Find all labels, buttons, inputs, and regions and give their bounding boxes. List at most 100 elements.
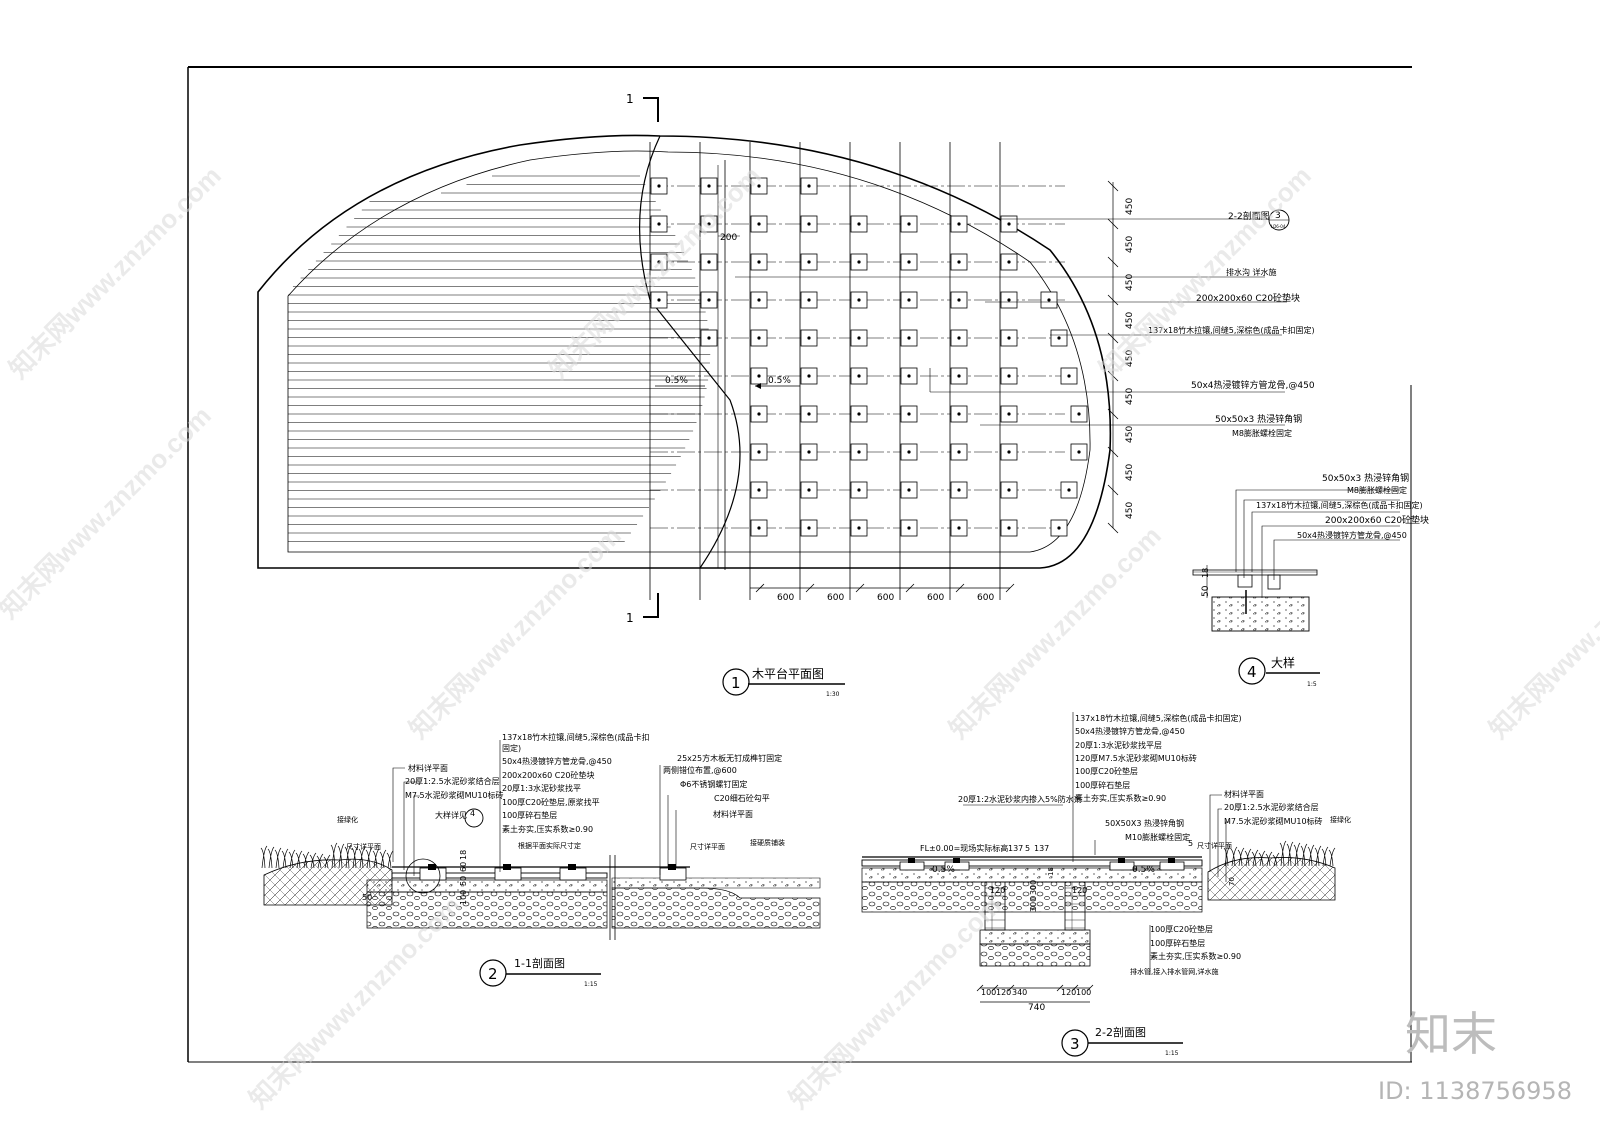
dim-tick xyxy=(1107,218,1119,230)
pad-bolt xyxy=(957,260,961,264)
svg-text:100厚C20砼垫层: 100厚C20砼垫层 xyxy=(1150,924,1213,934)
sheet-frame xyxy=(187,66,1412,1063)
pad-bolt xyxy=(757,488,761,492)
pad-bolt xyxy=(957,488,961,492)
svg-text:排水管,接入排水管网,详水施: 排水管,接入排水管网,详水施 xyxy=(1130,967,1218,976)
slope-left: 0.5% xyxy=(655,376,705,387)
grass-blade xyxy=(1307,844,1315,867)
svg-text:20厚1:2.5水泥砂浆结合层: 20厚1:2.5水泥砂浆结合层 xyxy=(1224,802,1319,812)
s2-title: 3 2-2剖面图 1:15 xyxy=(1061,1025,1183,1057)
pad-bolt xyxy=(757,450,761,454)
svg-text:25x25方木板无钉成榫钉固定: 25x25方木板无钉成榫钉固定 xyxy=(677,753,782,763)
svg-text:1:15: 1:15 xyxy=(1165,1050,1179,1057)
pad-bolt xyxy=(757,374,761,378)
svg-text:100厚碎石垫层: 100厚碎石垫层 xyxy=(502,810,557,820)
drain-channel xyxy=(979,881,1091,967)
s2-v-dims: 120 300 300 120 xyxy=(990,880,1087,912)
dim-label-horizontal: 600 xyxy=(927,593,944,603)
section-angle xyxy=(503,864,511,870)
brand-logo: 知末 ID: 1138756958 xyxy=(1378,1007,1572,1105)
pad-bolt xyxy=(857,412,861,416)
pad-bolt xyxy=(857,526,861,530)
deck-outline-outer xyxy=(257,134,1112,569)
pad-bolt xyxy=(907,222,911,226)
plan-leaders xyxy=(735,218,1287,426)
s1-title: 2 1-1剖面图 1:15 xyxy=(479,956,601,988)
watermark-text: 知末网www.znzmo.com xyxy=(1483,520,1600,744)
svg-text:120: 120 xyxy=(990,886,1005,895)
grass-blade xyxy=(330,842,338,869)
pad-bolt xyxy=(707,336,711,340)
svg-text:根据平面实际尺寸定: 根据平面实际尺寸定 xyxy=(518,841,581,850)
pad-bolt xyxy=(857,374,861,378)
svg-text:137x18竹木拉镶,间缝5,深棕色(成品卡扣固定): 137x18竹木拉镶,间缝5,深棕色(成品卡扣固定) xyxy=(1075,713,1242,723)
grass-blade xyxy=(309,852,317,869)
dim-tick xyxy=(1107,332,1119,344)
svg-text:200x200x60 C20砼垫块: 200x200x60 C20砼垫块 xyxy=(1325,514,1429,526)
pad-bolt xyxy=(857,260,861,264)
svg-text:M7.5水泥砂浆砌MU10标砖: M7.5水泥砂浆砌MU10标砖 xyxy=(405,790,504,800)
dim-tick xyxy=(1107,408,1119,420)
dim-label-total: 740 xyxy=(1028,1003,1045,1013)
pad-bolt xyxy=(1067,488,1071,492)
dim-tick xyxy=(805,583,815,593)
svg-text:50: 50 xyxy=(362,893,372,902)
slope-right: 0.5% xyxy=(755,376,800,389)
callout-section-2-2: 2-2剖面图 xyxy=(1228,210,1270,222)
pad-bolt xyxy=(1007,374,1011,378)
dim-label-horizontal: 600 xyxy=(877,593,894,603)
pad-bolt xyxy=(907,336,911,340)
section-pads xyxy=(419,864,687,881)
grass-blade xyxy=(274,847,282,869)
callout-pad: 200x200x60 C20砼垫块 xyxy=(1196,292,1300,304)
svg-text:4: 4 xyxy=(1247,663,1257,681)
grass-blade xyxy=(372,848,380,869)
svg-text:137: 137 xyxy=(1034,844,1049,853)
svg-text:素土夯实,压实系数≥0.90: 素土夯实,压实系数≥0.90 xyxy=(1075,793,1166,803)
dim-label-vertical: 450 xyxy=(1125,464,1135,481)
pad-bolt xyxy=(807,184,811,188)
grass-blade xyxy=(323,854,331,869)
svg-text:60: 60 xyxy=(459,862,468,872)
s2-small-dims: 5 18 70 xyxy=(1047,839,1236,886)
svg-text:接绿化: 接绿化 xyxy=(337,815,358,824)
pad-bolt xyxy=(1077,450,1081,454)
watermark-text: 知末网www.znzmo.com xyxy=(1093,160,1317,384)
dim-label-vertical: 450 xyxy=(1125,350,1135,367)
dim-tick xyxy=(905,583,915,593)
dim-label: 100 xyxy=(1076,988,1091,997)
svg-text:尺寸详平面: 尺寸详平面 xyxy=(690,842,725,851)
svg-text:M8膨胀螺栓固定: M8膨胀螺栓固定 xyxy=(1347,485,1407,495)
section-angle xyxy=(568,864,576,870)
svg-text:2: 2 xyxy=(488,965,498,983)
s1-dims: 100 50 60 18 50 xyxy=(362,850,468,905)
section-marker-label: 1 xyxy=(626,92,634,106)
svg-text:1:30: 1:30 xyxy=(826,691,840,698)
dim-tick xyxy=(1007,984,1015,992)
dim-label-vertical: 450 xyxy=(1125,198,1135,215)
svg-text:100厚C20砼垫层: 100厚C20砼垫层 xyxy=(1075,766,1138,776)
callout-angle: 50x50x3 热浸锌角钢 xyxy=(1215,413,1302,425)
dim-label-horizontal: 600 xyxy=(827,593,844,603)
pad-bolt xyxy=(1067,374,1071,378)
svg-text:2-2剖面图: 2-2剖面图 xyxy=(1095,1025,1146,1039)
svg-text:50x4热浸镀锌方管龙骨,@450: 50x4热浸镀锌方管龙骨,@450 xyxy=(502,756,612,766)
section2-pads xyxy=(899,858,1185,871)
pad-bolt xyxy=(657,260,661,264)
pad-bolt xyxy=(757,222,761,226)
grass-left xyxy=(260,842,394,869)
pad-bolt xyxy=(907,412,911,416)
pad-bolt xyxy=(807,488,811,492)
pad-bolt xyxy=(907,450,911,454)
pad-bolt xyxy=(1007,526,1011,530)
svg-text:20厚1:3水泥砂浆找平: 20厚1:3水泥砂浆找平 xyxy=(502,783,581,793)
dim-label: 340 xyxy=(1012,988,1027,997)
pad-bolt xyxy=(957,526,961,530)
pad-bolt xyxy=(1007,222,1011,226)
pad-bolt xyxy=(707,222,711,226)
grass-blade xyxy=(288,849,296,869)
watermark-text: 知末网www.znzmo.com xyxy=(0,400,217,624)
concrete-pads xyxy=(650,177,1088,537)
watermark-text: 知末网www.znzmo.com xyxy=(3,160,227,384)
dim-label-vertical: 450 xyxy=(1125,426,1135,443)
